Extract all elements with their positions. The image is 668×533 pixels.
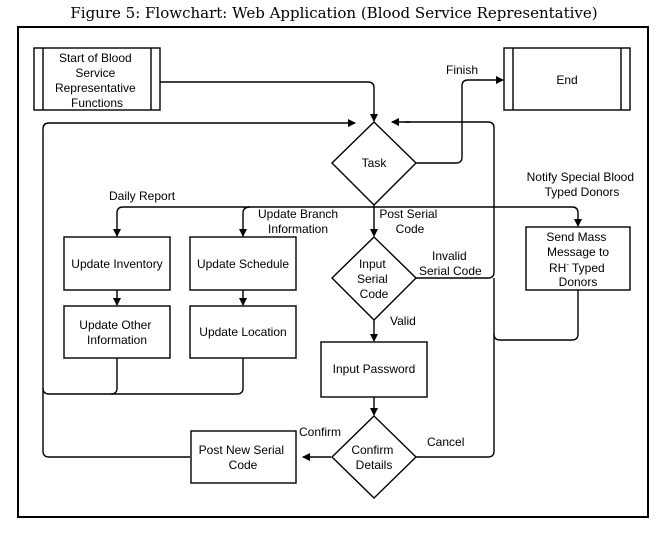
start-line: Service xyxy=(75,66,115,80)
send-mass-typed: Typed xyxy=(572,261,605,275)
svg-text:Post Serial Code: Post Serial Code xyxy=(379,207,440,236)
task-decision: Task xyxy=(331,121,417,206)
start-line: Start of Blood xyxy=(59,51,132,65)
update-other-line: Information xyxy=(87,333,147,347)
svg-text:Input Serial Code: Input Serial Code xyxy=(357,257,391,301)
edge-other-info-return xyxy=(42,358,118,395)
edge-to-send-mass-message xyxy=(571,206,582,227)
edge-start-to-task xyxy=(160,81,378,122)
edge-mass-message-return xyxy=(493,290,579,341)
svg-text:Notify Special Blood Typed: Notify Special Blood Typed Donors xyxy=(527,170,638,199)
input-serial-line: Input xyxy=(359,257,386,271)
post-serial-label: Post Serial xyxy=(379,207,437,221)
svg-text:Update Branch Information: Update Branch Information xyxy=(258,207,341,236)
post-new-serial-line: Code xyxy=(229,458,258,472)
figure-caption: Figure 5: Flowchart: Web Application (Bl… xyxy=(70,4,598,22)
svg-text:Update Other Information: Update Other Information xyxy=(79,318,154,347)
task-label: Task xyxy=(362,156,388,170)
cancel-label: Cancel xyxy=(427,435,464,449)
edge-to-update-schedule xyxy=(239,206,251,237)
update-inventory-node: Update Inventory xyxy=(63,236,171,291)
send-mass-rh: RH xyxy=(549,261,566,275)
send-mass-message-node: Send Mass Message to RH-Typed Donors xyxy=(525,226,631,291)
edge-to-update-inventory xyxy=(113,206,124,237)
send-mass-line: Donors xyxy=(559,275,598,289)
confirm-details-line: Details xyxy=(356,458,393,472)
valid-label: Valid xyxy=(390,314,416,328)
update-schedule-label: Update Schedule xyxy=(197,257,289,271)
post-new-serial-line: Post New Serial xyxy=(199,443,284,457)
svg-text:Invalid Serial Code: Invalid Serial Code xyxy=(419,249,482,278)
input-serial-code-decision: Input Serial Code xyxy=(331,236,417,321)
confirm-details-line: Confirm xyxy=(351,443,393,457)
post-serial-label: Code xyxy=(396,222,425,236)
finish-label: Finish xyxy=(446,63,478,77)
diagram-frame xyxy=(17,26,649,518)
input-password-label: Input Password xyxy=(333,362,416,376)
update-other-line: Update Other xyxy=(79,318,151,332)
notify-label: Typed Donors xyxy=(545,185,620,199)
confirm-details-decision: Confirm Details xyxy=(330,415,418,499)
edge-right-loop xyxy=(405,121,495,279)
confirm-label: Confirm xyxy=(299,425,341,439)
svg-text:Start of Blood Service: Start of Blood Service Representative Fu… xyxy=(55,51,139,110)
update-location-label: Update Location xyxy=(199,325,286,339)
post-new-serial-code-node: Post New Serial Code xyxy=(190,430,297,484)
send-mass-line: Message to xyxy=(547,245,609,259)
update-schedule-node: Update Schedule xyxy=(189,236,297,291)
input-serial-line: Serial xyxy=(357,272,388,286)
update-inventory-label: Update Inventory xyxy=(71,257,162,271)
svg-text:Confirm Details: Confirm Details xyxy=(351,443,396,472)
input-password-node: Input Password xyxy=(320,341,428,398)
edge-left-loop xyxy=(42,119,356,458)
invalid-label: Serial Code xyxy=(419,264,482,278)
start-line: Functions xyxy=(71,96,123,110)
notify-label: Notify Special Blood xyxy=(527,170,634,184)
start-line: Representative xyxy=(55,81,136,95)
send-mass-line: Send Mass xyxy=(546,230,606,244)
end-label: End xyxy=(556,73,577,87)
invalid-label: Invalid xyxy=(432,249,467,263)
update-other-information-node: Update Other Information xyxy=(63,305,171,359)
update-branch-label: Update Branch xyxy=(258,207,338,221)
edge-cancel xyxy=(416,278,495,458)
svg-text:Post New Serial Code: Post New Serial Code xyxy=(199,443,288,472)
svg-text:Send Mass Message to: Send Mass Message to xyxy=(546,230,609,259)
end-node: End xyxy=(503,47,631,111)
edge-location-return xyxy=(111,358,244,395)
send-mass-rh-superscript: - xyxy=(566,260,569,269)
start-node: Start of Blood Service Representative Fu… xyxy=(33,47,161,111)
svg-text:RH-Typed: RH-Typed xyxy=(549,260,605,275)
input-serial-line: Code xyxy=(360,287,389,301)
daily-report-label: Daily Report xyxy=(109,189,176,203)
update-branch-label: Information xyxy=(268,222,328,236)
update-location-node: Update Location xyxy=(189,305,297,359)
